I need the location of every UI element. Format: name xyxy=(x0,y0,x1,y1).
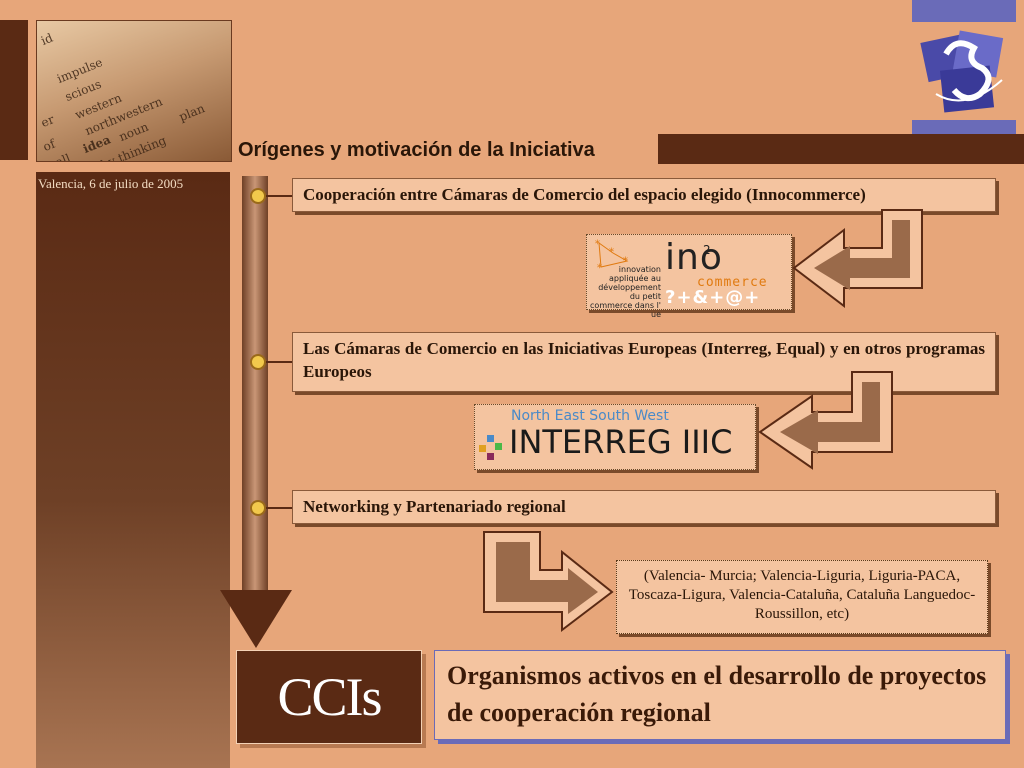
puzzle-logo-icon xyxy=(920,30,1004,113)
logo-square xyxy=(479,445,486,452)
star-triangle-icon: * * * * xyxy=(595,239,629,273)
innocommerce-commerce: commerce xyxy=(697,275,768,290)
timeline-arrow-down-icon xyxy=(220,590,292,648)
left-decor-stripe xyxy=(0,20,28,160)
innocommerce-logo: * * * * innovation appliquée au développ… xyxy=(586,234,792,319)
photo-word: of xyxy=(41,136,58,154)
ccis-label: CCIs xyxy=(277,667,382,727)
photo-word: er xyxy=(39,112,57,130)
interreg-logo: North East South West INTERREG IIIC xyxy=(474,404,756,470)
bullet-connector xyxy=(266,195,292,197)
photo-word: idea xyxy=(81,132,113,156)
dictionary-photo: id impulse scious western northwestern i… xyxy=(36,20,232,162)
logo-square xyxy=(495,443,502,450)
logo-square xyxy=(487,453,494,460)
svg-text:*: * xyxy=(623,256,628,267)
photo-word: id xyxy=(39,30,55,48)
svg-text:*: * xyxy=(595,239,600,250)
forward-arrow-icon xyxy=(483,531,614,633)
bullet-connector xyxy=(266,361,292,363)
date-label: Valencia, 6 de julio de 2005 xyxy=(38,176,184,191)
timeline-bullet xyxy=(250,500,266,516)
bullet-connector xyxy=(266,507,292,509)
page-title: Orígenes y motivación de la Iniciativa xyxy=(232,136,601,164)
logo-square xyxy=(487,435,494,442)
statement-box: Organismos activos en el desarrollo de p… xyxy=(434,650,1006,740)
timeline-item-heading: Cooperación entre Cámaras de Comercio de… xyxy=(292,178,996,212)
innocommerce-symbols: ?+&+@+ xyxy=(665,287,761,308)
title-bar-decor xyxy=(658,134,1024,164)
timeline-bullet xyxy=(250,188,266,204)
ccis-box: CCIs xyxy=(236,650,422,744)
svg-text:*: * xyxy=(597,263,602,273)
svg-text:*: * xyxy=(609,247,614,258)
interreg-subtitle: North East South West xyxy=(511,408,669,424)
interreg-title: INTERREG IIIC xyxy=(509,423,733,461)
left-panel xyxy=(36,172,230,768)
innocommerce-tagline: innovation appliquée au développement du… xyxy=(590,265,661,319)
timeline-item-heading: Networking y Partenariado regional xyxy=(292,490,996,524)
return-arrow-icon xyxy=(792,209,923,308)
photo-word: plan xyxy=(177,101,207,124)
logo-bottom-band xyxy=(912,120,1016,134)
partners-list: (Valencia- Murcia; Valencia-Liguria, Lig… xyxy=(616,560,988,634)
return-arrow-icon xyxy=(758,371,893,470)
innocommerce-wordmark: ino xyxy=(665,237,723,278)
innocommerce-superscript: 2 xyxy=(703,243,711,257)
timeline-bullet xyxy=(250,354,266,370)
timeline-bar xyxy=(242,176,268,596)
logo-top-band xyxy=(912,0,1016,22)
